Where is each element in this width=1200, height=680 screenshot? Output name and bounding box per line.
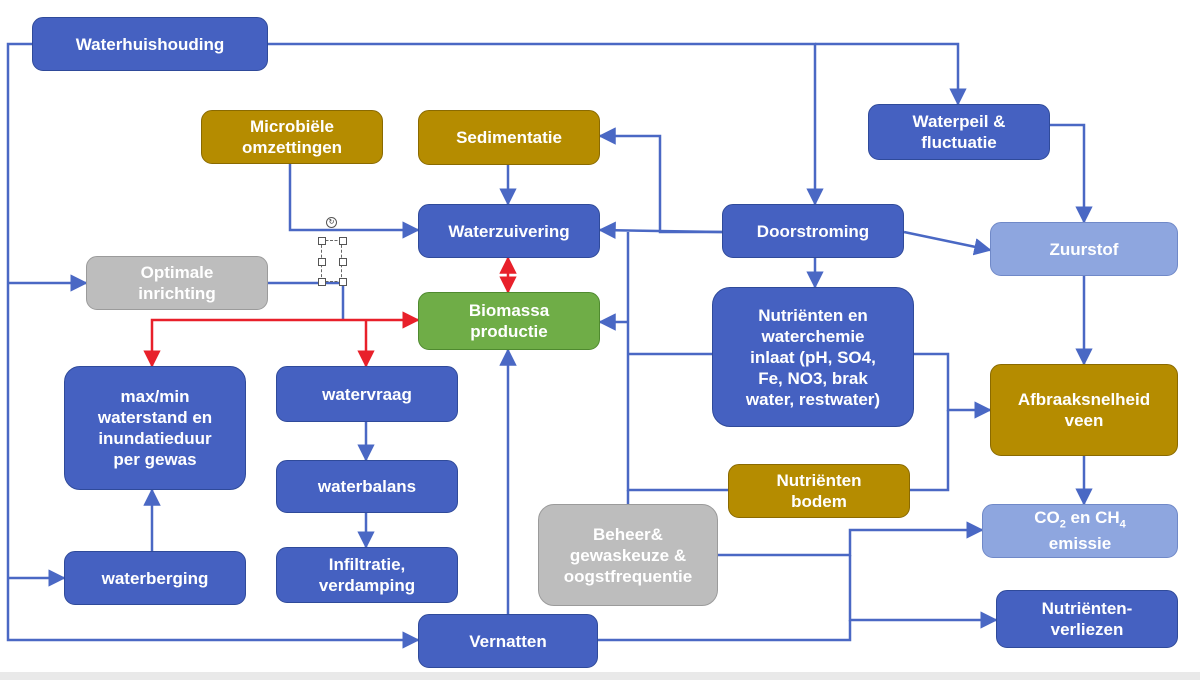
edge-doorstroming-sedimentatie xyxy=(598,127,722,234)
resize-handle-icon[interactable] xyxy=(339,278,347,286)
node-doorstroming[interactable]: Doorstroming xyxy=(722,204,904,258)
node-waterhuishouding[interactable]: Waterhuishouding xyxy=(32,17,268,71)
node-sedimentatie[interactable]: Sedimentatie xyxy=(418,110,600,165)
edge-waterpeil-zuurstof xyxy=(1050,123,1093,224)
node-nutrienten-bodem[interactable]: Nutriënten bodem xyxy=(728,464,910,518)
edge-beheer-emissie xyxy=(718,521,984,557)
edge-bodem-afbraak xyxy=(910,410,950,492)
node-vernatten[interactable]: Vernatten xyxy=(418,614,598,668)
edge-vernatten-verliezen xyxy=(598,620,852,642)
node-max-min-waterstand[interactable]: max/min waterstand en inundatieduur per … xyxy=(64,366,246,490)
emissie-sub-4: 4 xyxy=(1119,518,1126,531)
resize-handle-icon[interactable] xyxy=(339,258,347,266)
edge-microbiele-waterzuivering xyxy=(288,164,420,239)
edge-left-spine xyxy=(6,42,420,649)
node-optimale-inrichting[interactable]: Optimale inrichting xyxy=(86,256,268,310)
rotate-handle-icon[interactable]: ↻ xyxy=(326,217,337,228)
emissie-co: CO xyxy=(1034,507,1060,527)
node-beheer-gewaskeuze[interactable]: Beheer& gewaskeuze & oogstfrequentie xyxy=(538,504,718,606)
node-biomassa-productie[interactable]: Biomassa productie xyxy=(418,292,600,350)
node-afbraaksnelheid-veen[interactable]: Afbraaksnelheid veen xyxy=(990,364,1178,456)
resize-handle-icon[interactable] xyxy=(318,278,326,286)
resize-handle-icon[interactable] xyxy=(318,258,326,266)
resize-handle-icon[interactable] xyxy=(339,237,347,245)
node-waterberging[interactable]: waterberging xyxy=(64,551,246,605)
node-infiltratie-verdamping[interactable]: Infiltratie, verdamping xyxy=(276,547,458,603)
edge-inlaat-afbraak xyxy=(914,352,992,419)
node-microbiele-omzettingen[interactable]: Microbiële omzettingen xyxy=(201,110,383,164)
node-nutrienten-waterchemie-inlaat[interactable]: Nutriënten en waterchemie inlaat (pH, SO… xyxy=(712,287,914,427)
bottom-bar xyxy=(0,672,1200,680)
edge-waterhuishouding-waterpeil xyxy=(815,42,967,106)
edge-doorstroming-zuurstof xyxy=(903,230,992,256)
node-waterzuivering[interactable]: Waterzuivering xyxy=(418,204,600,258)
resize-handle-icon[interactable] xyxy=(318,237,326,245)
emissie-line1: CO2 en CH4 xyxy=(1034,508,1126,534)
node-watervraag[interactable]: watervraag xyxy=(276,366,458,422)
node-nutrienten-verliezen[interactable]: Nutriënten- verliezen xyxy=(996,590,1178,648)
emissie-line2: emissie xyxy=(1048,534,1112,554)
node-zuurstof[interactable]: Zuurstof xyxy=(990,222,1178,276)
edge-red-biomassa-left xyxy=(143,311,420,368)
node-waterpeil-fluctuatie[interactable]: Waterpeil & fluctuatie xyxy=(868,104,1050,160)
edge-doorstroming-waterzuivering xyxy=(598,221,723,240)
edge-optimale-waterzuivering xyxy=(268,281,345,320)
node-co2-ch4-emissie[interactable]: CO2 en CH4 emissie xyxy=(982,504,1178,558)
edge-beheer-verliezen xyxy=(848,555,998,629)
emissie-en-ch: en CH xyxy=(1065,507,1120,527)
node-waterbalans[interactable]: waterbalans xyxy=(276,460,458,513)
emissie-sub-2: 2 xyxy=(1059,518,1066,531)
